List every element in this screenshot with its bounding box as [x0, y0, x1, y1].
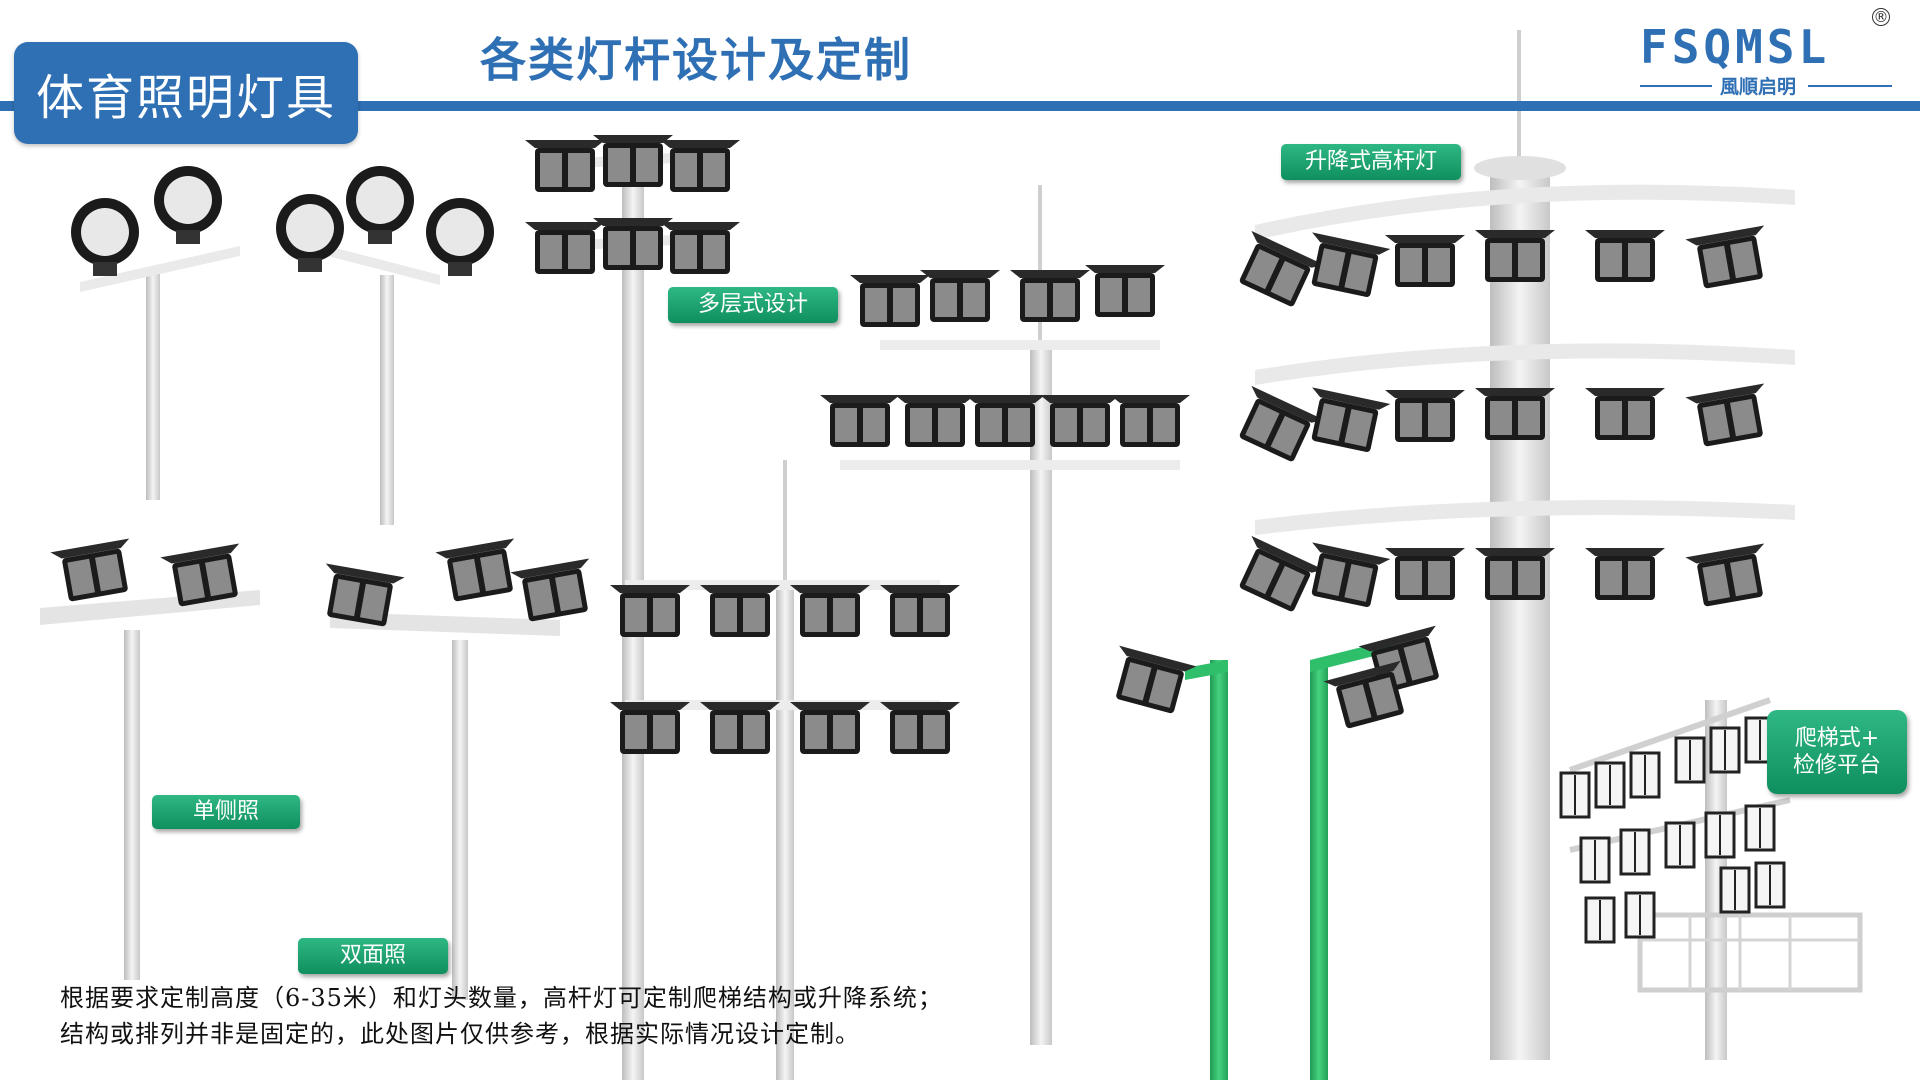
registered-mark: ® — [1872, 8, 1890, 26]
brand-logo: FSQMSL ® 風順启明 — [1640, 8, 1895, 100]
brand-rule-right — [1808, 85, 1892, 87]
two-row-pole — [1030, 345, 1052, 1045]
tag-ladder-platform-line2: 检修平台 — [1792, 753, 1881, 778]
caption-line-2: 结构或排列并非是固定的，此处图片仅供参考，根据实际情况设计定制。 — [60, 1020, 860, 1048]
green-pole-right — [1310, 660, 1328, 1080]
tag-multi-layer: 多层式设计 — [668, 287, 838, 323]
page-title: 各类灯杆设计及定制 — [480, 33, 912, 87]
round-pole-left — [146, 270, 160, 500]
round-pole-right — [380, 275, 394, 525]
caption-line-1: 根据要求定制高度（6-35米）和灯头数量，高杆灯可定制爬梯结构或升降系统； — [60, 984, 943, 1012]
brand-rule-left — [1640, 85, 1712, 87]
caption: 根据要求定制高度（6-35米）和灯头数量，高杆灯可定制爬梯结构或升降系统； 结构… — [60, 980, 943, 1052]
high-mast-ring-3 — [1229, 500, 1795, 617]
tag-double-side: 双面照 — [298, 938, 448, 974]
brand-chinese-name: 風順启明 — [1720, 76, 1797, 98]
tag-single-side: 单侧照 — [152, 795, 300, 829]
high-mast-pole — [1490, 160, 1550, 1060]
header-rule — [0, 101, 1920, 111]
high-mast-ring-1 — [1229, 184, 1795, 312]
tag-lifting-high-mast: 升降式高杆灯 — [1281, 144, 1461, 180]
ladder-platform-pole — [1559, 697, 1863, 1060]
high-mast-ring-2 — [1229, 343, 1795, 467]
tag-ladder-platform: 爬梯式+ 检修平台 — [1767, 710, 1907, 794]
green-pole-left — [1210, 660, 1228, 1080]
single-side-pole — [124, 630, 140, 980]
double-side-pole — [452, 640, 468, 1000]
brand-logo-text: FSQMSL — [1640, 20, 1831, 74]
section-title: 体育照明灯具 — [14, 42, 358, 144]
tag-ladder-platform-line1: 爬梯式+ — [1794, 725, 1880, 751]
